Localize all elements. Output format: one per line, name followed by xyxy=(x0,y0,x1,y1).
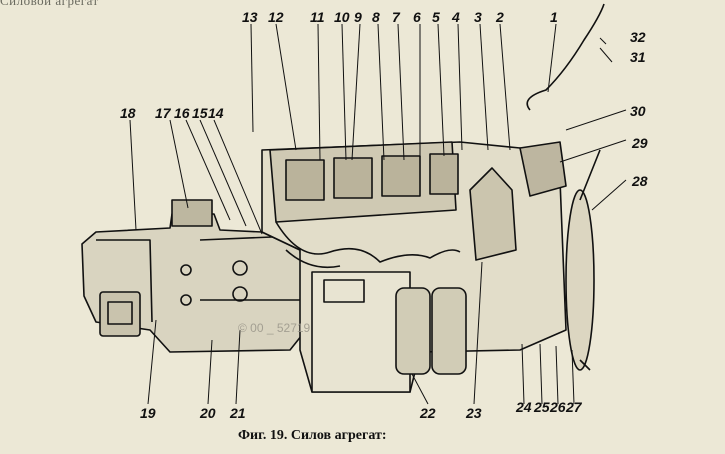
callout-18: 18 xyxy=(120,105,136,121)
callout-25: 25 xyxy=(534,399,550,415)
callout-12: 12 xyxy=(268,9,284,25)
callout-7: 7 xyxy=(392,9,400,25)
callout-21: 21 xyxy=(230,405,246,421)
callout-29: 29 xyxy=(632,135,648,151)
callout-30: 30 xyxy=(630,103,646,119)
callout-13: 13 xyxy=(242,9,258,25)
callout-20: 20 xyxy=(200,405,216,421)
callout-32: 32 xyxy=(630,29,646,45)
callout-19: 19 xyxy=(140,405,156,421)
callout-15: 15 xyxy=(192,105,208,121)
previous-text-fragment: Силовой агрегат xyxy=(0,0,99,8)
figure-caption: Фиг. 19. Силов агрегат: xyxy=(238,428,387,443)
callout-8: 8 xyxy=(372,9,380,25)
callout-6: 6 xyxy=(413,9,421,25)
callout-10: 10 xyxy=(334,9,350,25)
callout-24: 24 xyxy=(516,399,532,415)
callout-16: 16 xyxy=(174,105,190,121)
callout-5: 5 xyxy=(432,9,440,25)
callout-23: 23 xyxy=(466,405,482,421)
callout-22: 22 xyxy=(420,405,436,421)
callout-26: 26 xyxy=(550,399,566,415)
callout-31: 31 xyxy=(630,49,646,65)
callout-9: 9 xyxy=(354,9,362,25)
callout-28: 28 xyxy=(632,173,648,189)
callout-4: 4 xyxy=(452,9,460,25)
callout-1: 1 xyxy=(550,9,558,25)
callout-14: 14 xyxy=(208,105,224,121)
callout-2: 2 xyxy=(496,9,504,25)
callout-17: 17 xyxy=(155,105,171,121)
callout-3: 3 xyxy=(474,9,482,25)
callout-11: 11 xyxy=(310,9,325,25)
callout-27: 27 xyxy=(566,399,582,415)
watermark: © 00 _ 52719 xyxy=(238,321,311,335)
